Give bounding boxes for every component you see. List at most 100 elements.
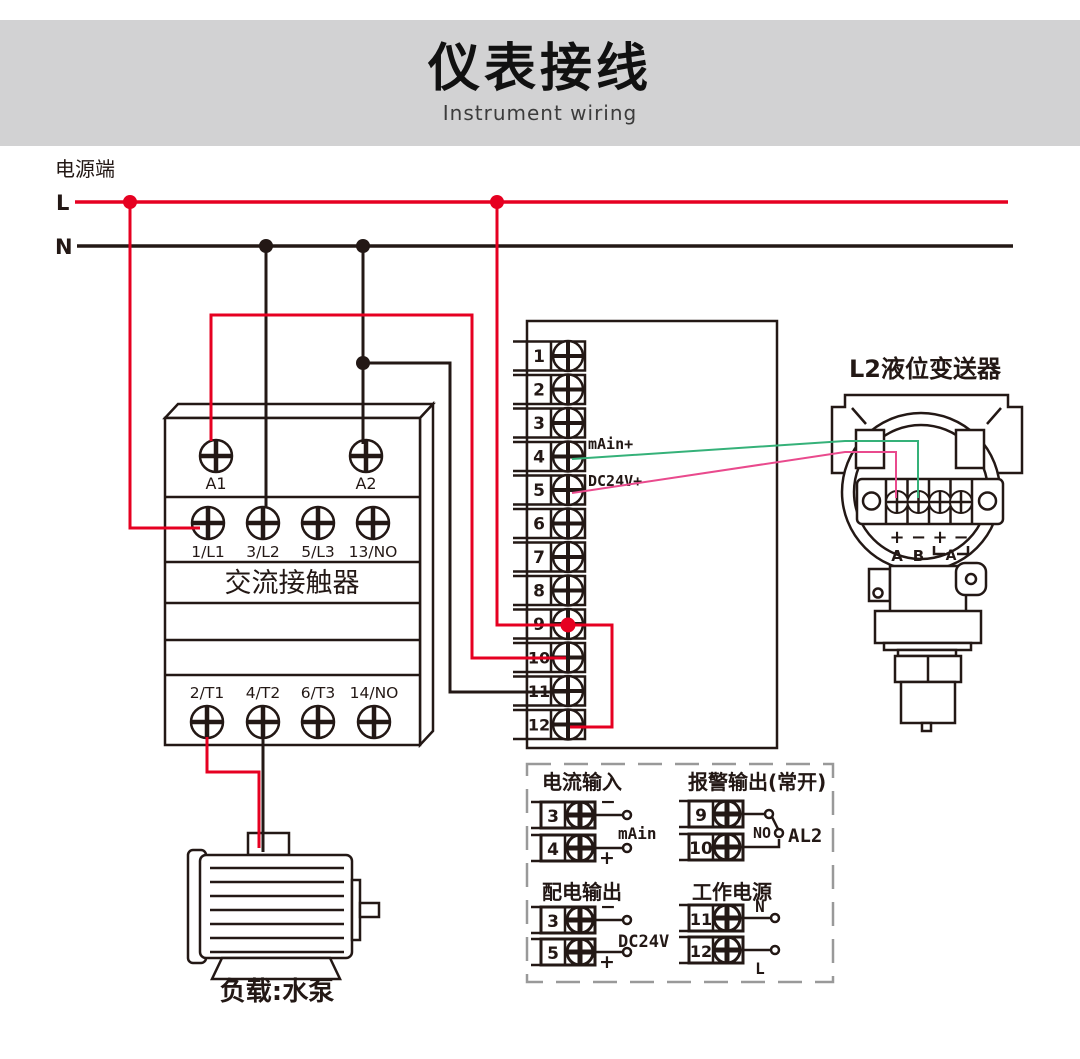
wire-terminal9-to-terminal12 (568, 623, 614, 729)
row-ticks (679, 799, 689, 829)
mini-terminal-number: 10 (689, 839, 713, 859)
terminal4-label: mAin+ (588, 435, 633, 453)
signal-label: mAin (618, 824, 657, 843)
terminal-row-8: 8 (513, 573, 587, 608)
sign-label: L (755, 959, 765, 978)
svg-text:12: 12 (528, 716, 550, 735)
probe-tip (920, 721, 933, 733)
switch-label: NO (753, 824, 771, 842)
load-label: 负载:水泵 (220, 977, 334, 1007)
in-terminal-label: 3/L2 (246, 543, 280, 561)
mini-terminal-number: 3 (547, 912, 559, 932)
wire-l-to-1l1 (128, 202, 200, 530)
junction-dot (356, 239, 370, 253)
polarity-label: − (953, 527, 968, 548)
motor-junction-box (246, 831, 291, 857)
terminal-row-12: 12 (513, 707, 587, 742)
row-ticks (679, 832, 689, 862)
sign-label: − (600, 896, 616, 918)
ac-contactor: A1 A2 1/L1 3/L2 5/L3 13/NO 交流接触器 2/T1 4/… (162, 400, 436, 749)
row-ticks (531, 800, 541, 830)
power-label: 电源端 (55, 157, 115, 181)
transmitter-flange (873, 609, 983, 645)
wire-l-to-terminal9 (495, 202, 566, 627)
detail-title: 电流输入 (542, 770, 622, 794)
power-rails: 电源端 L N (55, 157, 1013, 259)
out-terminal-label: 14/NO (350, 684, 399, 702)
svg-text:7: 7 (533, 548, 545, 568)
contactor-front-face (163, 416, 422, 747)
mini-terminal-number: 5 (547, 944, 559, 964)
row-ticks (531, 905, 541, 935)
row-ticks (679, 903, 689, 933)
title-banner: 仪表接线 Instrument wiring (0, 20, 1080, 146)
terminal-row-3: 3 (513, 406, 587, 440)
mini-terminal-number: 11 (690, 910, 712, 929)
lug-hole-right (964, 572, 978, 586)
motor-body (198, 853, 354, 960)
switch-contact-upper (763, 808, 775, 820)
wire-dc24v-to-transmitter-a (571, 451, 897, 498)
tab-hole-left (872, 587, 884, 599)
wire-main-to-transmitter-b (571, 440, 919, 498)
page-title: 仪表接线 (427, 39, 652, 100)
alarm-output-label: AL2 (788, 825, 822, 847)
switch-blade (770, 816, 780, 830)
detail-title: 配电输出 (542, 880, 622, 904)
detail-title: 工作电源 (692, 880, 772, 904)
strip-mount-hole-right (977, 491, 998, 511)
mini-terminal-number: 9 (695, 806, 707, 826)
out-terminal-label: 2/T1 (190, 684, 224, 702)
detail-title: 报警输出(常开) (688, 770, 826, 794)
instrument-terminal-block: 1 2 3 4 5 6 7 8 9 10 11 12 mAin+ DC24V+ (513, 319, 779, 750)
junction-dot (560, 617, 576, 633)
sign-label: − (600, 791, 616, 813)
svg-text:4: 4 (533, 448, 545, 468)
polarity-label: − (911, 527, 926, 548)
mini-terminal-number: 3 (547, 807, 559, 827)
wires (123, 195, 919, 852)
page-subtitle: Instrument wiring (442, 100, 638, 125)
port-a-label: A (891, 547, 903, 565)
water-pump-motor: 负载:水泵 (186, 831, 381, 1007)
junction-dot (356, 356, 370, 370)
terminal-row-4: 4 (513, 439, 587, 474)
polarity-label: + (932, 527, 947, 548)
detail-power-output: 配电输出 3 − DC24V 5 + (531, 880, 669, 973)
terminal-row-5: 5 (513, 473, 587, 507)
in-terminal-label: 5/L3 (301, 543, 335, 561)
detail-alarm-output: 报警输出(常开) 9 NO AL2 10 (679, 770, 826, 860)
wire-end-circle (621, 946, 633, 958)
junction-dot (123, 195, 137, 209)
wire-a2-to-terminal11 (363, 361, 566, 694)
detail-panel: 电流输入 3 − mAin 4 + 报警输出(常开) 9 (525, 762, 835, 984)
transmitter-inner-step-left (854, 428, 886, 470)
detail-working-power: 工作电源 11 N 12 L (679, 880, 781, 978)
sign-label: + (599, 951, 615, 973)
strip-mount-hole-left (861, 491, 882, 511)
switch-contact-lower (773, 827, 785, 839)
line-n-label: N (55, 235, 73, 259)
in-terminal-label: 13/NO (349, 543, 398, 561)
mini-terminal-number: 4 (547, 840, 559, 860)
terminal-row-1: 1 (513, 339, 587, 373)
svg-text:2: 2 (533, 381, 545, 401)
polarity-label: + (889, 527, 904, 548)
wire-end-circle (621, 809, 633, 821)
line-l-label: L (56, 191, 69, 215)
detail-current-input: 电流输入 3 − mAin 4 + (531, 770, 657, 869)
mini-wire (740, 839, 781, 849)
port-b-label: B (913, 547, 924, 565)
junction-dot (490, 195, 504, 209)
wire-a1-to-terminal10 (209, 313, 566, 660)
bracket-label: A (946, 548, 957, 564)
contactor-section-lines (165, 495, 420, 677)
svg-text:6: 6 (533, 515, 545, 535)
in-terminal-label: 1/L1 (191, 543, 225, 561)
transmitter-inner-step-right (954, 428, 986, 470)
row-ticks (531, 937, 541, 967)
transmitter-lug-right (954, 561, 988, 597)
junction-dot (259, 239, 273, 253)
mini-terminal-number: 12 (690, 942, 712, 961)
wire-end-circle (769, 912, 781, 924)
